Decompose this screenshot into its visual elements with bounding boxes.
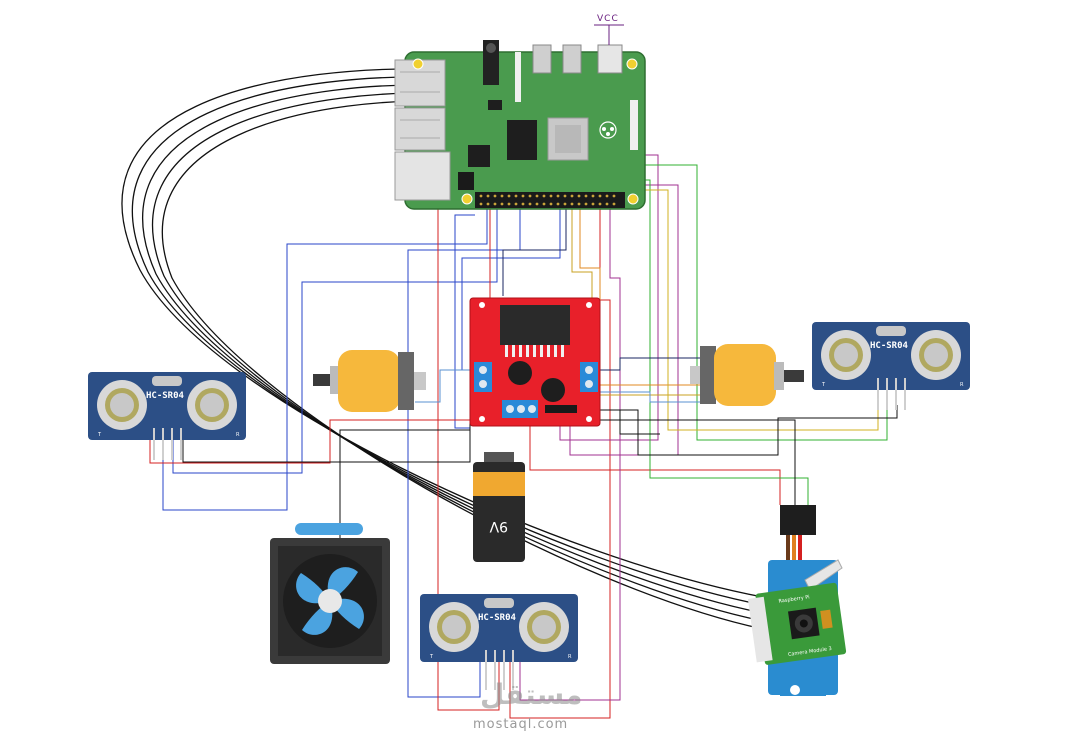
- svg-text:R: R: [960, 382, 964, 388]
- cooling-fan: [270, 523, 390, 664]
- camera-ribbon-cable: [121, 68, 769, 631]
- dc-motor-right: [690, 344, 804, 406]
- dc-motor-left: [313, 350, 426, 412]
- sensor-left-label: HC-SR04: [146, 391, 185, 401]
- camera-brand-label: Raspberry Pi: [778, 594, 810, 604]
- svg-text:T: T: [429, 654, 434, 660]
- battery-9v: 9V: [473, 452, 525, 562]
- sensor-bottom-label: HC-SR04: [478, 613, 517, 623]
- svg-text:T: T: [821, 382, 826, 388]
- svg-text:T: T: [97, 432, 102, 438]
- raspberry-pi: [394, 40, 646, 210]
- svg-text:R: R: [236, 432, 240, 438]
- svg-text:R: R: [568, 654, 572, 660]
- vcc-label: VCC: [594, 14, 624, 45]
- ultrasonic-left: HC-SR04 T R: [88, 372, 246, 460]
- watermark-arabic: مستقل: [480, 678, 582, 711]
- svg-text:VCC: VCC: [597, 14, 619, 24]
- l298n-motor-driver: [469, 297, 601, 427]
- sensor-right-label: HC-SR04: [870, 341, 909, 351]
- battery-label: 9V: [489, 518, 508, 534]
- raspberry-logo-icon: [599, 121, 617, 139]
- servo-with-camera: Raspberry Pi Camera Module 3: [747, 505, 847, 696]
- watermark-url: mostaql.com: [473, 717, 568, 732]
- ultrasonic-bottom: HC-SR04 T R: [420, 594, 578, 690]
- ultrasonic-right: HC-SR04 T R: [812, 322, 970, 410]
- watermark: مستقل mostaql.com: [473, 678, 582, 732]
